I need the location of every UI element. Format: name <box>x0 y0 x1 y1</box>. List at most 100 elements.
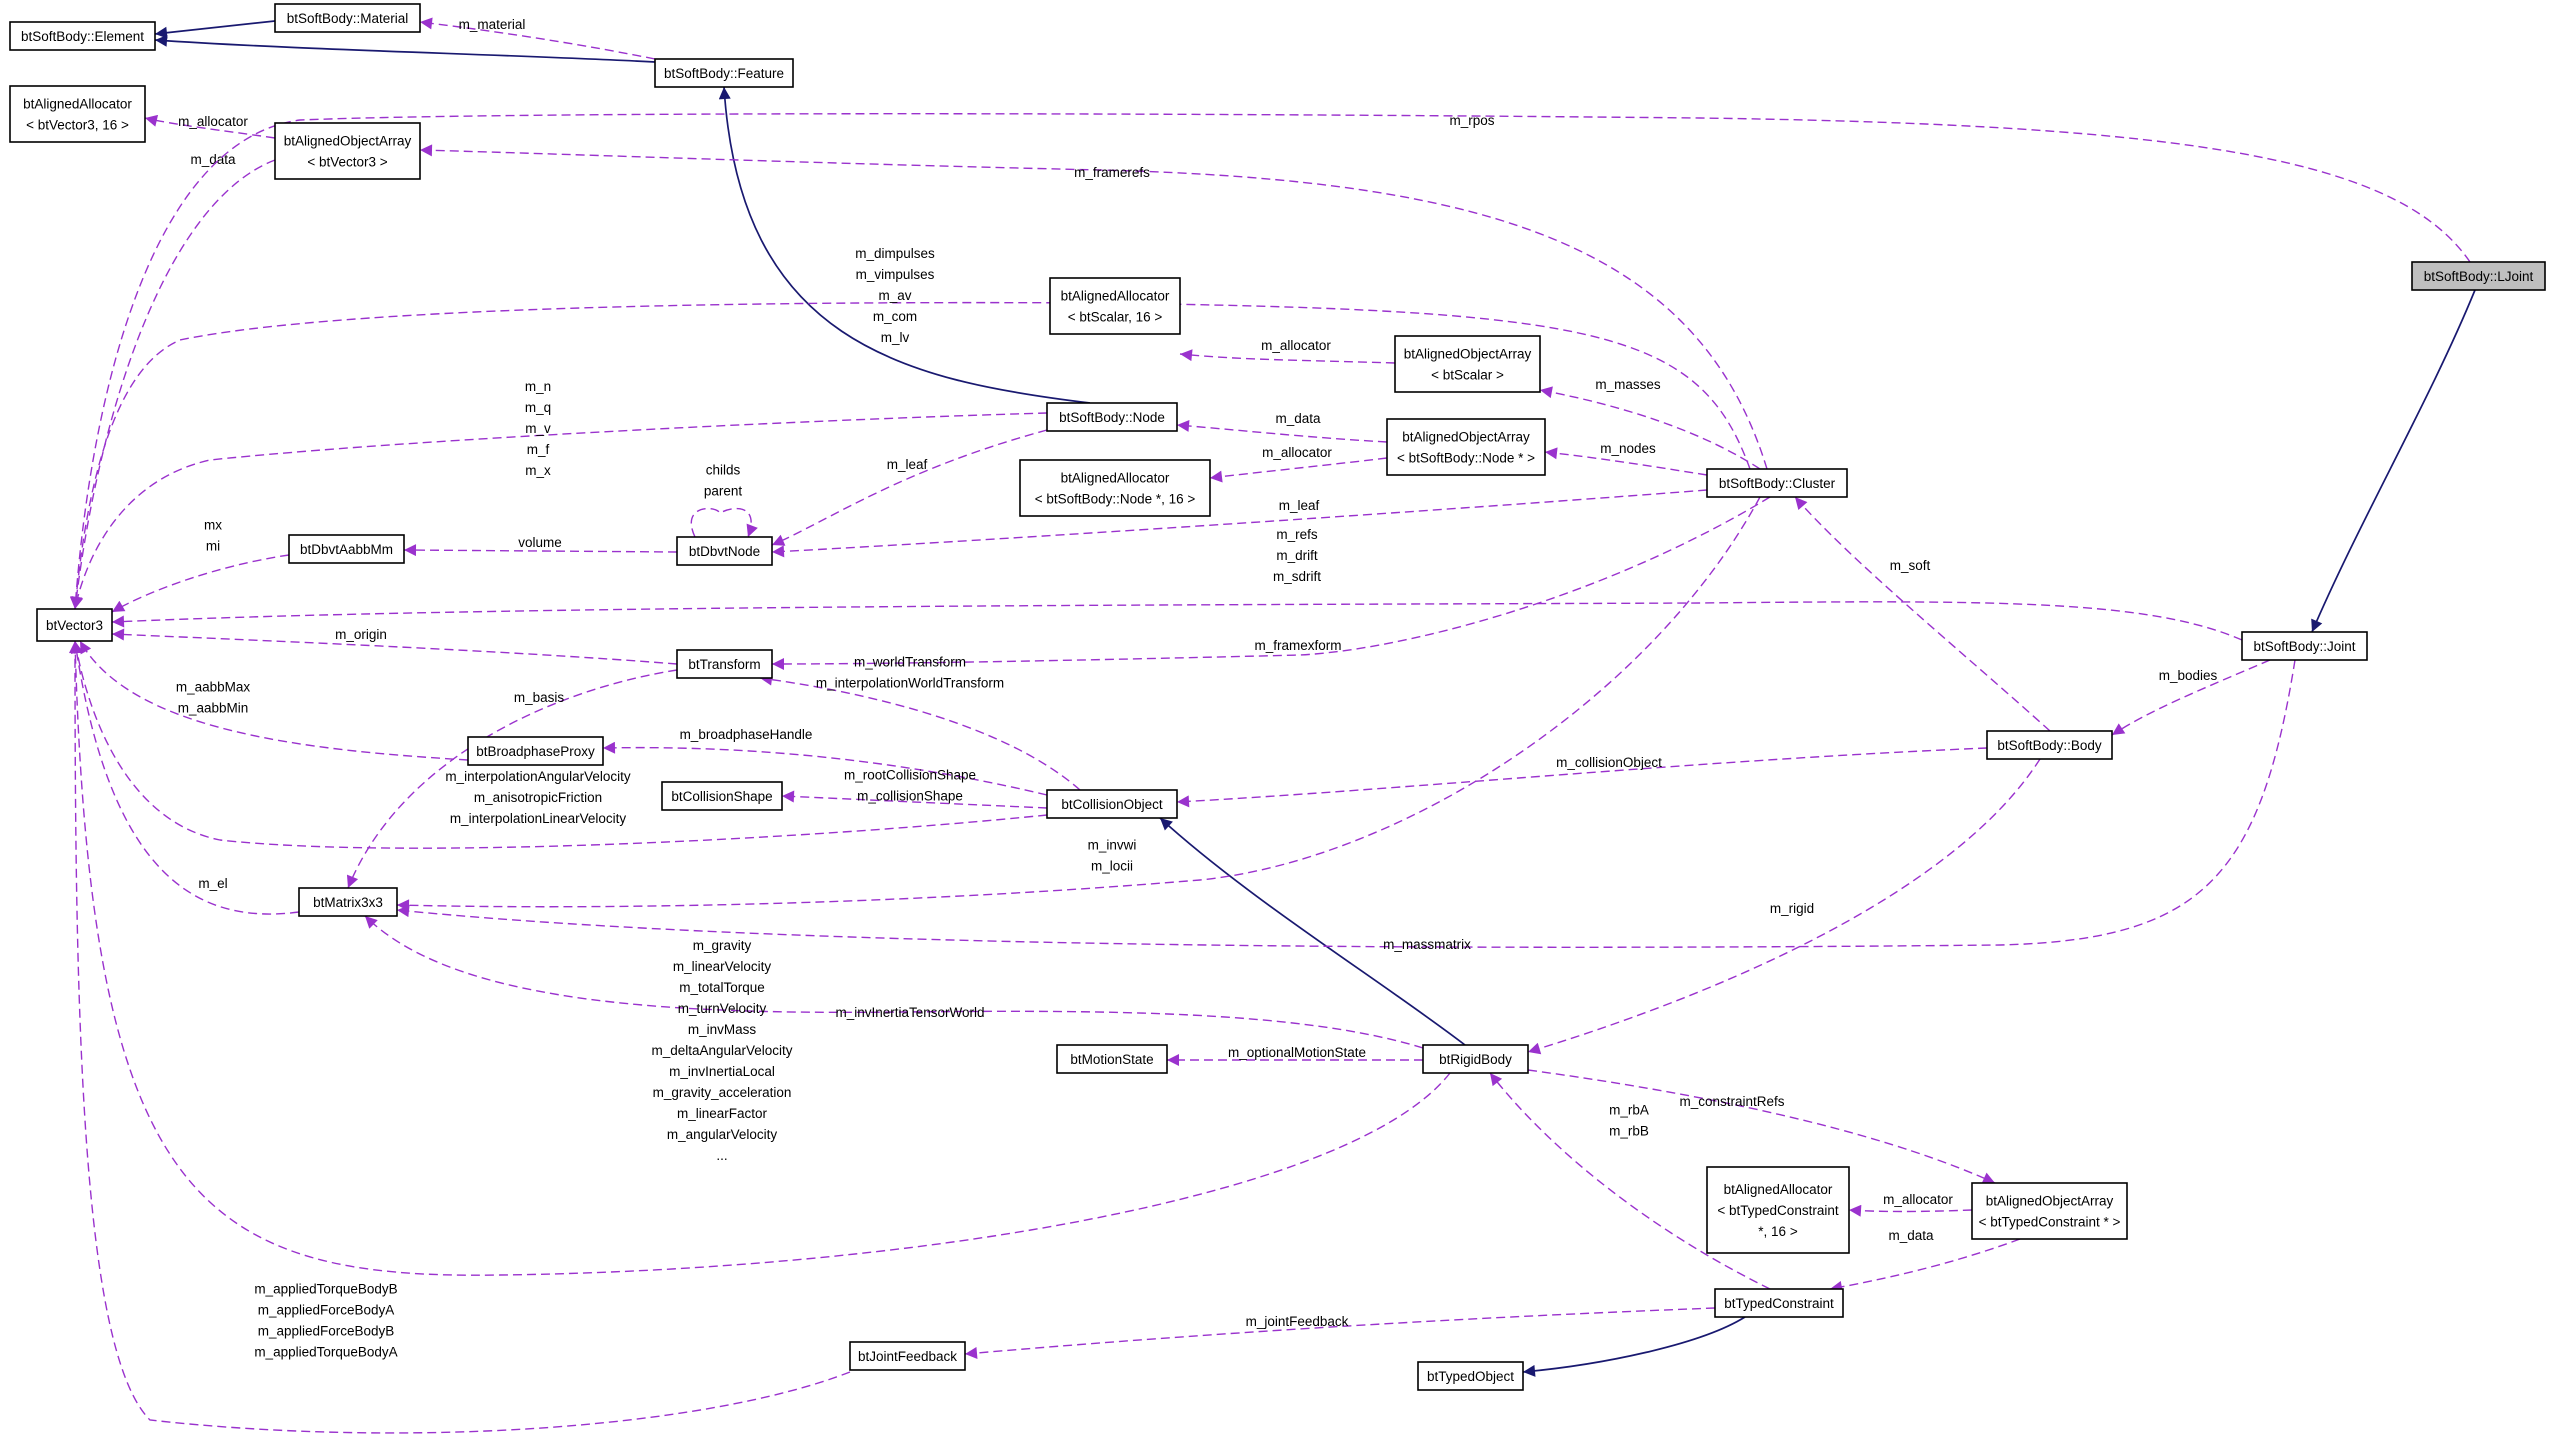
edge-label: m_allocator <box>1261 338 1331 353</box>
node-dbvtnode[interactable]: btDbvtNode <box>676 536 773 566</box>
usage-arrow <box>1209 457 1388 483</box>
node-label: btVector3 <box>46 618 103 633</box>
node-collshape[interactable]: btCollisionShape <box>661 781 783 811</box>
edge-label: m_masses <box>1595 377 1661 392</box>
node-box <box>467 736 604 766</box>
node-array-nodeptr[interactable]: btAlignedObjectArray< btSoftBody::Node *… <box>1386 418 1546 476</box>
usage-arrow <box>1527 758 2041 1055</box>
node-label: btAlignedObjectArray <box>1986 1194 2114 1209</box>
edge-allocscalar-array: m_allocator <box>1179 338 1396 364</box>
node-label: btDbvtNode <box>689 544 760 559</box>
usage-arrow <box>1848 1204 1973 1217</box>
node-array-tc[interactable]: btAlignedObjectArray< btTypedConstraint … <box>1971 1182 2128 1240</box>
usage-arrow <box>690 507 758 538</box>
edge-label: m_angularVelocity <box>667 1127 778 1142</box>
node-label: btRigidBody <box>1439 1052 1512 1067</box>
node-label: btJointFeedback <box>858 1349 957 1364</box>
edge-broadphasehandle: m_broadphaseHandle <box>602 727 1048 796</box>
node-cluster[interactable]: btSoftBody::Cluster <box>1706 468 1848 498</box>
edge-inertiaworld: m_invInertiaTensorWorld <box>364 915 1424 1049</box>
node-array-vec3[interactable]: btAlignedObjectArray < btVector3 > <box>274 122 421 180</box>
usage-arrow <box>396 659 2296 948</box>
node-vector3[interactable]: btVector3 <box>36 608 113 642</box>
edge-node-feature <box>718 86 1091 404</box>
edge-label: m_aabbMin <box>178 701 249 716</box>
node-label: btCollisionShape <box>671 789 772 804</box>
node-label: btBroadphaseProxy <box>476 744 595 759</box>
edge-label: m_el <box>198 876 227 891</box>
node-box <box>298 887 398 917</box>
node-box <box>2241 631 2368 661</box>
node-node[interactable]: btSoftBody::Node <box>1046 402 1178 432</box>
node-box <box>1422 1044 1529 1074</box>
node-rigidbody[interactable]: btRigidBody <box>1422 1044 1529 1074</box>
edge-framexform: m_framexform <box>771 496 1771 670</box>
node-label: < btVector3 > <box>307 155 387 170</box>
edge-label: m_allocator <box>178 114 248 129</box>
node-label: btSoftBody::Element <box>21 29 144 44</box>
node-label: btTransform <box>688 657 760 672</box>
edge-label: mx <box>204 518 222 533</box>
edge-label: m_appliedForceBodyA <box>258 1303 395 1318</box>
edge-label: m_allocator <box>1262 445 1332 460</box>
usage-arrow <box>1544 447 1708 476</box>
node-broadphase[interactable]: btBroadphaseProxy <box>467 736 604 766</box>
node-typedconstraint[interactable]: btTypedConstraint <box>1714 1288 1844 1318</box>
node-joint[interactable]: btSoftBody::Joint <box>2241 631 2368 661</box>
node-alloc-tc[interactable]: btAlignedAllocator< btTypedConstraint*, … <box>1706 1166 1850 1254</box>
node-alloc-nodeptr[interactable]: btAlignedAllocator< btSoftBody::Node *, … <box>1019 459 1211 517</box>
usage-arrow <box>403 544 678 557</box>
node-ljoint[interactable]: btSoftBody::LJoint <box>2411 261 2546 291</box>
edge-label: m_allocator <box>1883 1192 1953 1207</box>
edge-label: m_v <box>525 421 551 436</box>
node-collobj[interactable]: btCollisionObject <box>1046 789 1178 819</box>
edge-material-feature: m_material <box>419 17 656 60</box>
edge-jointfeedback-edge: m_jointFeedback <box>964 1307 1716 1359</box>
node-box <box>274 3 421 33</box>
edge-label: m_aabbMax <box>176 680 251 695</box>
node-transform[interactable]: btTransform <box>676 649 773 679</box>
edge-label: m_invMass <box>688 1022 757 1037</box>
node-motionstate[interactable]: btMotionState <box>1056 1044 1168 1074</box>
edge-label: m_n <box>525 379 551 394</box>
node-box <box>1056 1044 1168 1074</box>
node-element[interactable]: btSoftBody::Element <box>9 21 156 51</box>
node-aabbmm[interactable]: btDbvtAabbMm <box>288 534 405 564</box>
node-label: btSoftBody::Node <box>1059 410 1165 425</box>
node-box <box>1714 1288 1844 1318</box>
node-label: *, 16 > <box>1758 1224 1798 1239</box>
usage-arrow <box>70 640 300 915</box>
node-box <box>676 536 773 566</box>
usage-arrow <box>346 669 678 889</box>
edge-label: m_q <box>525 400 551 415</box>
node-material[interactable]: btSoftBody::Material <box>274 3 421 33</box>
usage-arrow <box>771 489 1708 558</box>
usage-arrow <box>71 412 1048 610</box>
node-jointfeedback[interactable]: btJointFeedback <box>849 1341 966 1371</box>
edge-feedback-vec3: m_appliedTorqueBodyBm_appliedForceBodyAm… <box>69 640 851 1434</box>
edge-label: m_data <box>1275 411 1321 426</box>
usage-arrow <box>71 640 1048 849</box>
edge-constraintrefs: m_constraintRefs <box>1527 1069 1996 1184</box>
edge-volume: volume <box>403 535 678 557</box>
node-box <box>274 122 421 180</box>
edge-basis: m_basis <box>346 669 678 889</box>
node-matrix[interactable]: btMatrix3x3 <box>298 887 398 917</box>
node-box <box>1417 1361 1524 1391</box>
node-alloc-scalar[interactable]: btAlignedAllocator< btScalar, 16 > <box>1049 277 1181 335</box>
node-typedobject[interactable]: btTypedObject <box>1417 1361 1524 1391</box>
node-feature[interactable]: btSoftBody::Feature <box>654 58 794 88</box>
node-label: btAlignedAllocator <box>1061 471 1170 486</box>
node-array-scalar[interactable]: btAlignedObjectArray< btScalar > <box>1394 335 1541 393</box>
node-alloc-vec3[interactable]: btAlignedAllocator< btVector3, 16 > <box>9 85 146 143</box>
node-box <box>1706 468 1848 498</box>
node-label: btAlignedObjectArray <box>284 134 412 149</box>
edge-label: m_material <box>459 17 526 32</box>
node-body[interactable]: btSoftBody::Body <box>1986 730 2113 760</box>
inheritance-arrow <box>154 20 276 39</box>
edge-label: m_turnVelocity <box>678 1001 767 1016</box>
node-label: btDbvtAabbMm <box>300 542 393 557</box>
node-box <box>9 21 156 51</box>
